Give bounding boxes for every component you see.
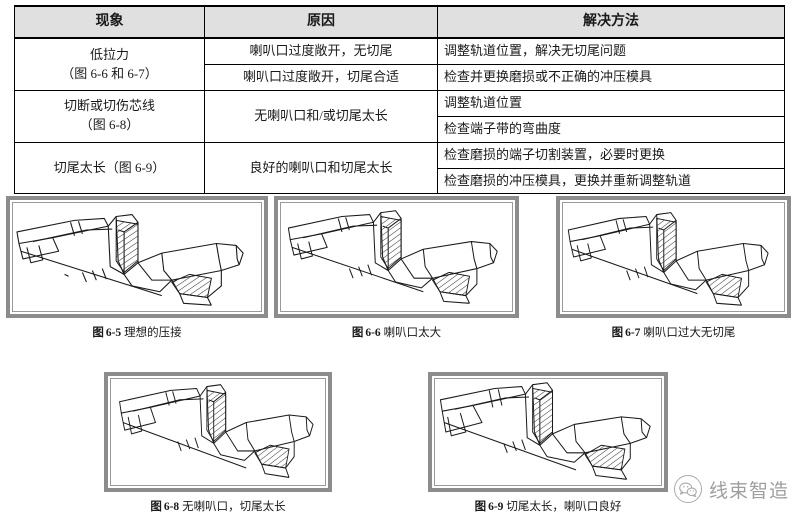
defect-table: 现象 原因 解决方法 低拉力 （图 6-6 和 6-7） 喇叭口过度敞开，无切尾… xyxy=(14,4,785,195)
figure-image-6-8 xyxy=(110,378,326,486)
figure-tag: 图 xyxy=(92,327,104,339)
column-header-phenomenon: 现象 xyxy=(14,4,205,40)
cell-solution: 检查磨损的冲压模具，更换并重新调整轨道 xyxy=(437,167,785,195)
table-row: 喇叭口过度敞开，切尾合适 检查并更换磨损或不正确的冲压模具 xyxy=(15,64,785,91)
cell-phenomenon: 切断或切伤芯线 （图 6-8） xyxy=(14,89,205,143)
figure-number: 6-9 xyxy=(488,501,504,513)
table-row: 检查磨损的冲压模具，更换并重新调整轨道 xyxy=(15,167,785,195)
figure-image-6-5 xyxy=(12,202,262,312)
figure-title: 喇叭口过大无切尾 xyxy=(643,327,736,339)
figure-number: 6-8 xyxy=(163,501,180,513)
column-header-solution: 解决方法 xyxy=(437,4,785,40)
crimp-diagram-no-bellmouth xyxy=(119,384,314,478)
cell-solution: 检查磨损的端子切割装置，必要时更换 xyxy=(437,141,785,169)
defect-table-container: 现象 原因 解决方法 低拉力 （图 6-6 和 6-7） 喇叭口过度敞开，无切尾… xyxy=(14,4,785,195)
cell-cause: 喇叭口过度敞开，无切尾 xyxy=(204,37,438,66)
watermark: 线束智造 xyxy=(673,475,789,503)
cell-cause: 无喇叭口和/或切尾太长 xyxy=(204,89,438,143)
table-row: 切尾太长（图 6-9） 良好的喇叭口和切尾太长 检查磨损的端子切割装置，必要时更… xyxy=(14,141,785,195)
figure-title: 理想的压接 xyxy=(124,327,182,339)
phenomenon-line: （图 6-6 和 6-7） xyxy=(61,65,158,81)
watermark-text: 线束智造 xyxy=(708,479,789,502)
table-header: 现象 原因 解决方法 xyxy=(14,4,785,40)
figure-tag: 图 xyxy=(150,501,162,513)
wechat-glyph xyxy=(679,481,697,497)
table-body: 低拉力 （图 6-6 和 6-7） 喇叭口过度敞开，无切尾 调整轨道位置，解决无… xyxy=(14,37,785,195)
figure-image-6-7 xyxy=(562,202,785,312)
figure-title: 喇叭口太大 xyxy=(383,327,442,339)
table-row: 切断或切伤芯线 （图 6-8） 无喇叭口和/或切尾太长 调整轨道位置 xyxy=(14,89,785,143)
cell-phenomenon: 低拉力 （图 6-6 和 6-7） xyxy=(14,37,205,91)
cell-cause: 良好的喇叭口和切尾太长 xyxy=(204,141,438,195)
table-row: 低拉力 （图 6-6 和 6-7） 喇叭口过度敞开，无切尾 调整轨道位置，解决无… xyxy=(14,37,785,91)
figure-number: 6-5 xyxy=(105,327,122,339)
crimp-diagram-bellmouth-large xyxy=(287,210,498,304)
crimp-diagram-long-cutoff xyxy=(439,382,651,480)
column-header-cause: 原因 xyxy=(204,4,438,40)
figure-number: 6-6 xyxy=(365,327,381,339)
figure-tag: 图 xyxy=(351,327,364,339)
figure-frame xyxy=(428,372,668,492)
phenomenon-line: 低拉力 xyxy=(89,46,129,62)
figure-frame xyxy=(556,196,791,318)
wechat-icon xyxy=(673,475,702,503)
figure-tag: 图 xyxy=(611,327,624,339)
phenomenon-line: （图 6-8） xyxy=(79,117,140,133)
cell-cause: 喇叭口过度敞开，切尾合适 xyxy=(204,64,438,91)
crimp-diagram-bellmouth-no-cutoff xyxy=(567,212,769,306)
cell-solution: 调整轨道位置，解决无切尾问题 xyxy=(437,37,785,66)
cell-solution: 检查并更换磨损或不正确的冲压模具 xyxy=(437,64,785,91)
figure-title: 切尾太长，喇叭口良好 xyxy=(506,501,622,513)
figure-tag: 图 xyxy=(474,501,487,513)
figure-frame xyxy=(104,372,332,492)
crimp-diagram-ideal xyxy=(16,214,244,306)
table-header-row: 现象 原因 解决方法 xyxy=(14,4,785,40)
figure-frame xyxy=(6,196,268,318)
cell-solution: 调整轨道位置 xyxy=(437,89,785,117)
cell-solution: 检查端子带的弯曲度 xyxy=(437,115,785,143)
figure-image-6-9 xyxy=(434,378,662,486)
phenomenon-line: 切断或切伤芯线 xyxy=(63,98,155,114)
figure-image-6-6 xyxy=(280,202,513,312)
phenomenon-line: 切尾太长（图 6-9） xyxy=(53,159,166,175)
figure-title: 无喇叭口，切尾太长 xyxy=(182,501,286,513)
cell-phenomenon: 切尾太长（图 6-9） xyxy=(14,141,205,195)
figure-frame xyxy=(274,196,519,318)
figure-number: 6-7 xyxy=(625,327,641,339)
